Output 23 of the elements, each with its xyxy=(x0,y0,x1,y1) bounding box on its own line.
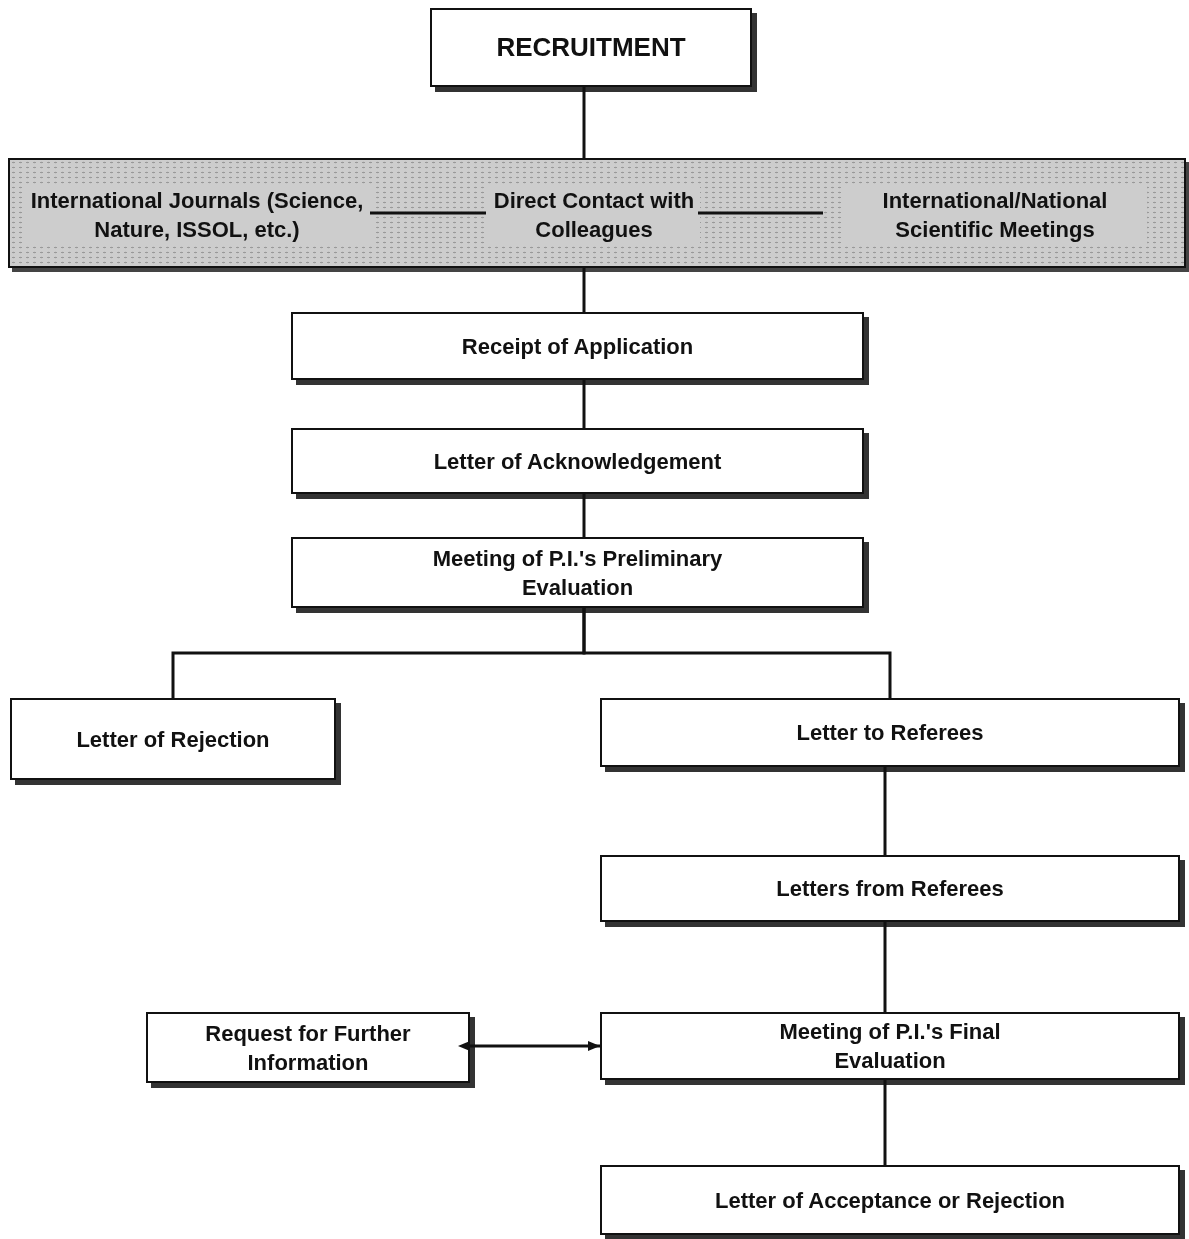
connector-line xyxy=(883,767,887,855)
step-label: Letter of Acceptance or Rejection xyxy=(714,1186,1065,1215)
step-label: Letter to Referees xyxy=(796,719,984,747)
connector-line xyxy=(698,211,823,215)
connector-line xyxy=(582,268,586,312)
step-label: Letter of Acknowledgement xyxy=(433,447,722,476)
step-label: Request for Further Information xyxy=(204,1019,412,1077)
source-label: Direct Contact with Colleagues xyxy=(488,186,700,244)
step-label: Letter of Rejection xyxy=(76,725,270,754)
step-label: Receipt of Application xyxy=(461,332,694,361)
connector-line xyxy=(883,922,887,1012)
connector-line xyxy=(883,1080,887,1165)
connector-line xyxy=(582,608,892,698)
connector-line xyxy=(370,211,486,215)
connector-line xyxy=(582,87,586,158)
step-label: Meeting of P.I.'s Final Evaluation xyxy=(778,1018,1002,1075)
arrow xyxy=(458,1041,600,1051)
step-label: Letters from Referees xyxy=(776,875,1004,903)
connector-line xyxy=(582,380,586,428)
step-label: RECRUITMENT xyxy=(496,33,686,62)
step-label: Meeting of P.I.'s Preliminary Evaluation xyxy=(431,544,724,602)
connector-line xyxy=(582,494,586,537)
source-label: International/National Scientific Meetings xyxy=(843,186,1147,244)
